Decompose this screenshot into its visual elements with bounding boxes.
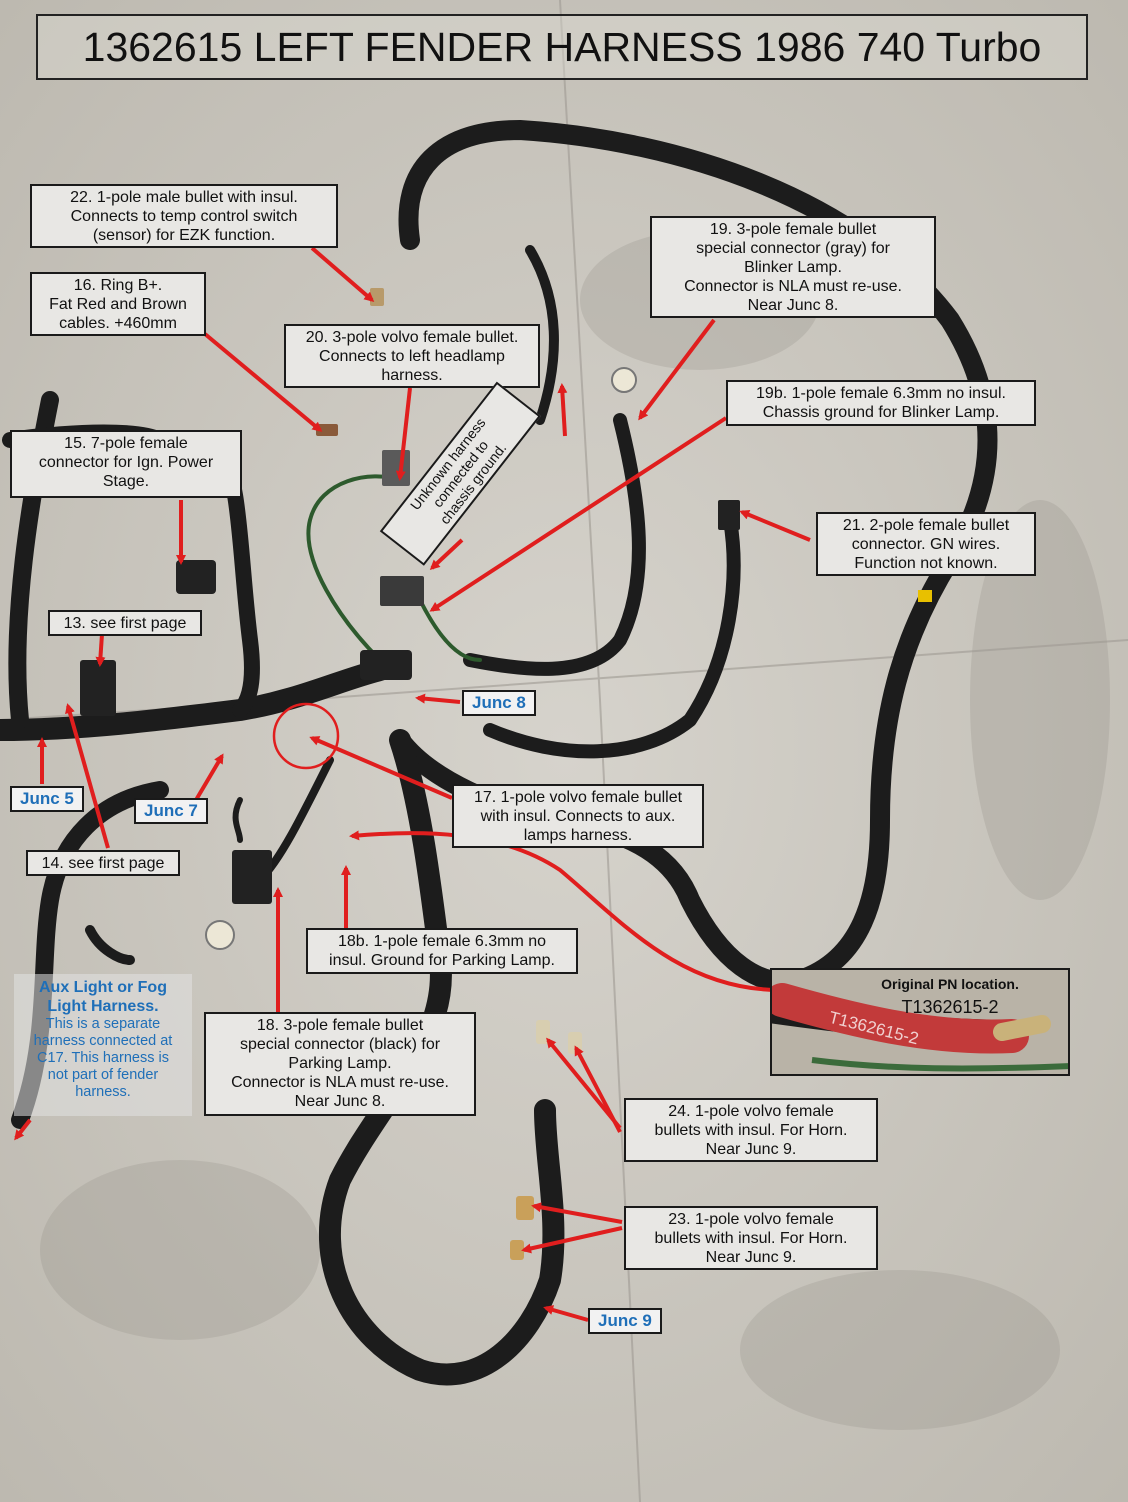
junc-8-badge: Junc 8 bbox=[462, 690, 536, 716]
label-19: 19. 3-pole female bullet special connect… bbox=[650, 216, 936, 318]
label-18: 18. 3-pole female bullet special connect… bbox=[204, 1012, 476, 1116]
arrow-junc7 bbox=[194, 753, 224, 802]
arrow-pn-location bbox=[349, 830, 781, 992]
arrow-junc9 bbox=[543, 1305, 589, 1322]
arrow-23a bbox=[531, 1202, 623, 1224]
junc-5-badge: Junc 5 bbox=[10, 786, 84, 812]
arrow-unknown-down bbox=[429, 538, 464, 571]
aux-body: This is a separate harness connected at … bbox=[33, 1016, 173, 1100]
arrow-19 bbox=[638, 318, 716, 421]
arrow-aux bbox=[14, 1118, 32, 1141]
arrow-unknown-up bbox=[557, 383, 568, 437]
arrow-20 bbox=[395, 387, 412, 481]
junc-7-badge: Junc 7 bbox=[134, 798, 208, 824]
label-23: 23. 1-pole volvo female bullets with ins… bbox=[624, 1206, 878, 1270]
label-17: 17. 1-pole volvo female bullet with insu… bbox=[452, 784, 704, 848]
label-22: 22. 1-pole male bullet with insul. Conne… bbox=[30, 184, 338, 248]
label-21: 21. 2-pole female bullet connector. GN w… bbox=[816, 512, 1036, 576]
label-24: 24. 1-pole volvo female bullets with ins… bbox=[624, 1098, 878, 1162]
label-15: 15. 7-pole female connector for Ign. Pow… bbox=[10, 430, 242, 498]
arrow-19b bbox=[429, 416, 728, 612]
arrow-17 bbox=[309, 736, 453, 800]
arrow-14 bbox=[65, 703, 110, 849]
junc-9-badge: Junc 9 bbox=[588, 1308, 662, 1334]
label-18b: 18b. 1-pole female 6.3mm no insul. Groun… bbox=[306, 928, 578, 974]
label-19b: 19b. 1-pole female 6.3mm no insul. Chass… bbox=[726, 380, 1036, 426]
pn-sleeve-photo: T1362615-2 bbox=[772, 970, 1068, 1074]
label-20: 20. 3-pole volvo female bullet. Connects… bbox=[284, 324, 540, 388]
arrow-16 bbox=[203, 332, 323, 432]
aux-light-note: Aux Light or Fog Light Harness. This is … bbox=[14, 974, 192, 1116]
pn-location-number: T1362615-2 bbox=[901, 997, 999, 1017]
arrow-22 bbox=[310, 246, 375, 302]
aux-title: Aux Light or Fog Light Harness. bbox=[39, 979, 167, 1015]
label-14: 14. see first page bbox=[26, 850, 180, 876]
arrow-21 bbox=[739, 510, 811, 542]
pn-location-title: Original PN location. bbox=[881, 976, 1019, 992]
arrow-24b bbox=[574, 1045, 622, 1133]
label-13: 13. see first page bbox=[48, 610, 202, 636]
page-title: 1362615 LEFT FENDER HARNESS 1986 740 Tur… bbox=[36, 14, 1088, 80]
pn-location-inset: T1362615-2 Original PN location. T136261… bbox=[770, 968, 1070, 1076]
label-16: 16. Ring B+. Fat Red and Brown cables. +… bbox=[30, 272, 206, 336]
arrow-13 bbox=[95, 633, 106, 667]
arrow-junc8 bbox=[415, 693, 461, 704]
arrow-23b bbox=[521, 1226, 623, 1254]
